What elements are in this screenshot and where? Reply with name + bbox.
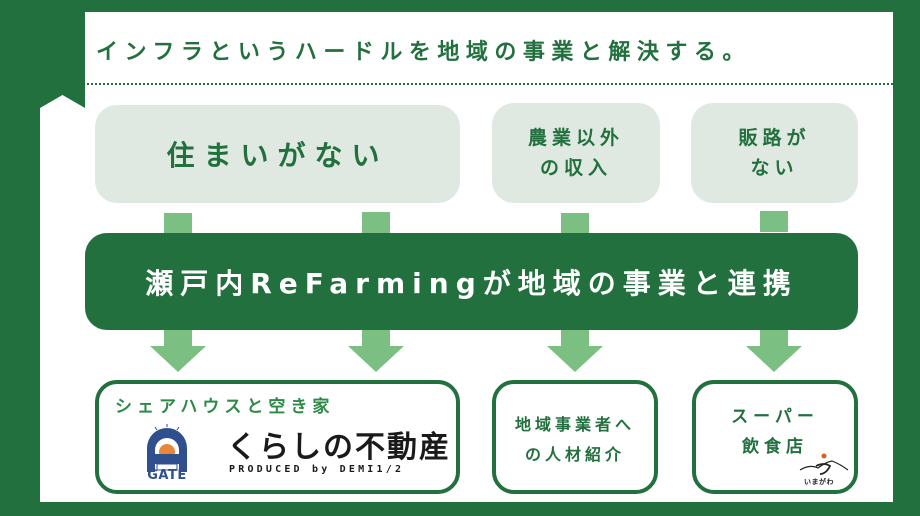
talent-text: 地域事業者へ の人材紹介 <box>496 410 654 470</box>
talent-line1: 地域事業者へ <box>514 415 635 434</box>
connector-3 <box>561 213 589 234</box>
center-bar: 瀬戸内ReFarmingが地域の事業と連携 <box>85 233 858 330</box>
imagawa-logo-text: いまがわ <box>804 478 834 486</box>
arrow-down-icon <box>746 330 802 372</box>
connector-4 <box>760 211 788 232</box>
solution-box-sales: スーパー 飲食店 いまがわ <box>692 380 858 494</box>
problem-income-line1: 農業以外 <box>527 127 624 149</box>
page-title: インフラというハードルを地域の事業と解決する。 <box>96 40 751 65</box>
sales-line2: 飲食店 <box>742 437 808 457</box>
talent-line2: の人材紹介 <box>524 445 625 464</box>
housing-solution-title: シェアハウスと空き家 <box>115 397 335 417</box>
arrow-down-icon <box>547 330 603 372</box>
problem-box-housing: 住まいがない <box>95 105 460 203</box>
problem-sales-line1: 販路が <box>738 127 811 149</box>
solution-box-talent: 地域事業者へ の人材紹介 <box>492 380 658 494</box>
problem-housing-label: 住まいがない <box>166 139 389 172</box>
bookmark-ribbon-icon <box>40 12 85 108</box>
connector-2 <box>362 212 390 233</box>
problem-income-line2: の収入 <box>539 157 612 179</box>
kurashi-logo-text-2: 動産 <box>387 430 451 465</box>
gate-logo-icon <box>147 424 187 472</box>
connector-1 <box>164 213 192 234</box>
kurashi-logo: くらしの不動産 <box>227 422 451 466</box>
center-bar-label: 瀬戸内ReFarmingが地域の事業と連携 <box>145 266 798 300</box>
sales-line1: スーパー <box>731 407 819 427</box>
kurashi-tagline: PRODUCED by DEMI1/2 <box>229 464 405 475</box>
problem-box-sales-channel: 販路が ない <box>691 103 858 203</box>
arrow-down-icon <box>150 330 206 372</box>
title-divider <box>40 83 893 85</box>
problem-sales-line2: ない <box>750 157 799 179</box>
arrow-down-icon <box>348 330 404 372</box>
solution-box-housing: シェアハウスと空き家 GATE くらしの不動産 PRODUCED by DEMI… <box>95 380 460 494</box>
kurashi-logo-text-1: くらしの不 <box>227 430 387 465</box>
sales-text: スーパー 飲食店 <box>696 402 854 462</box>
gate-logo-text: GATE <box>147 468 187 483</box>
problem-box-income: 農業以外 の収入 <box>492 103 660 203</box>
imagawa-logo-icon <box>799 453 849 475</box>
